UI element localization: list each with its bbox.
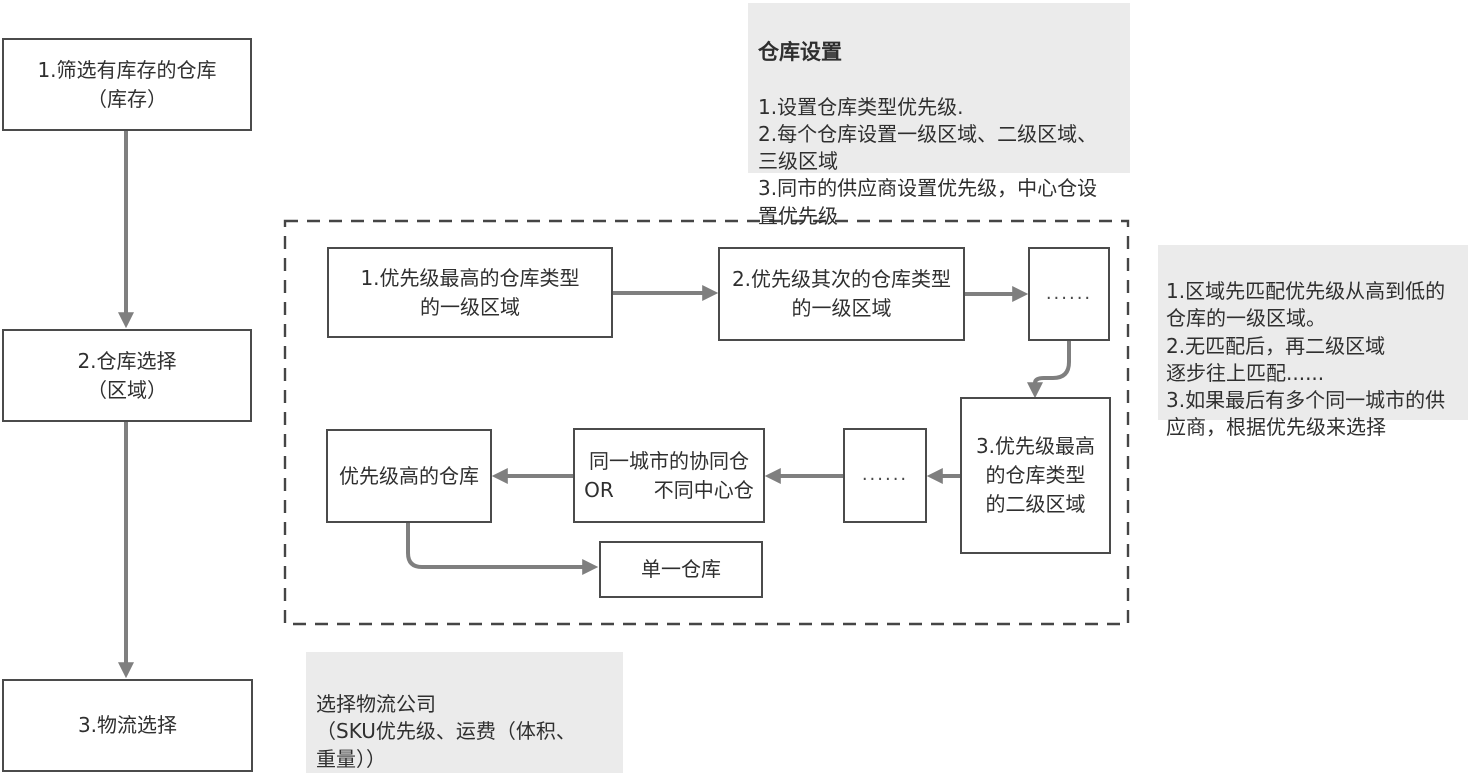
top-priority-level2-box: 3.优先级最高 的仓库类型 的二级区域 [960,397,1111,554]
top-priority-level1-box: 1.优先级最高的仓库类型 的一级区域 [327,247,613,338]
arrow-ellipsis-to-box3 [1027,341,1071,399]
logistics-note: 选择物流公司 （SKU优先级、运费（体积、 重量）） [306,652,623,773]
high-priority-warehouse-box: 优先级高的仓库 [326,429,492,523]
warehouse-setup-note: 仓库设置 1.设置仓库类型优先级. 2.每个仓库设置一级区域、二级区域、 三级区… [748,3,1130,228]
step-filter-stock-box: 1.筛选有库存的仓库 （库存） [2,38,252,131]
ellipsis-top-box: ...... [1028,247,1110,341]
second-priority-level1-box: 2.优先级其次的仓库类型 的一级区域 [718,247,965,341]
step-warehouse-select-box: 2.仓库选择 （区域） [2,329,252,422]
logistics-note-body: 选择物流公司 （SKU优先级、运费（体积、 重量）） [316,692,576,771]
ellipsis-mid-box: ...... [843,428,927,523]
warehouse-setup-note-title: 仓库设置 [758,40,842,65]
dashed-group-border [283,219,1130,626]
single-warehouse-box: 单一仓库 [599,541,763,598]
same-city-collab-box: 同一城市的协同仓 OR 不同中心仓 [573,428,765,523]
region-matching-note-body: 1.区域先匹配优先级从高到低的 仓库的一级区域。 2.无匹配后，再二级区域 逐步… [1166,279,1446,440]
arrow-priority-to-single [406,523,599,575]
step-logistics-select-box: 3.物流选择 [2,679,253,772]
region-matching-note: 1.区域先匹配优先级从高到低的 仓库的一级区域。 2.无匹配后，再二级区域 逐步… [1158,245,1468,439]
warehouse-setup-note-body: 1.设置仓库类型优先级. 2.每个仓库设置一级区域、二级区域、 三级区域 3.同… [758,94,1098,228]
